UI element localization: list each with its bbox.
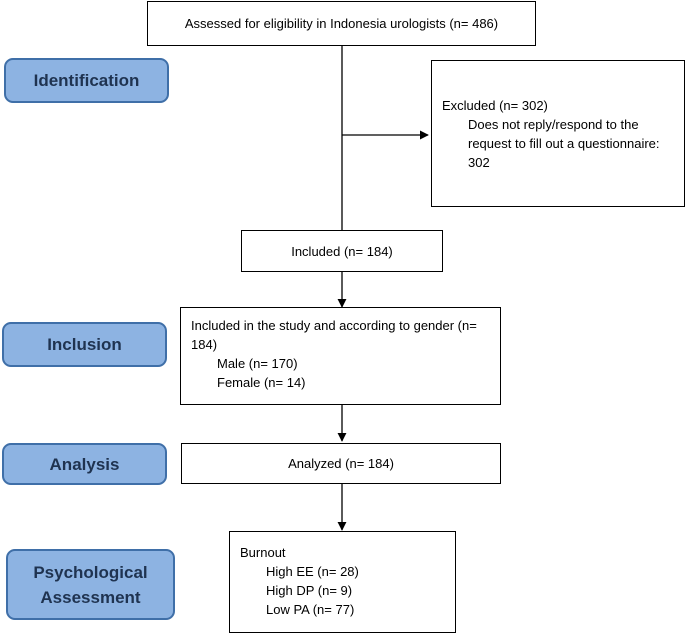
included-box: Included (n= 184) xyxy=(241,230,443,272)
stage-inclusion: Inclusion xyxy=(2,322,167,367)
stage-identification: Identification xyxy=(4,58,169,103)
stage-inclusion-label: Inclusion xyxy=(47,335,122,354)
study-title: Included in the study and according to g… xyxy=(191,318,477,352)
study-female: Female (n= 14) xyxy=(217,375,306,390)
burnout-high-dp: High DP (n= 9) xyxy=(266,583,353,598)
stage-analysis: Analysis xyxy=(2,443,167,485)
stage-psychological-label: Psychological Assessment xyxy=(33,562,148,607)
analyzed-text: Analyzed (n= 184) xyxy=(288,456,394,471)
stage-psychological-assessment: Psychological Assessment xyxy=(6,549,175,620)
stage-analysis-label: Analysis xyxy=(49,454,120,474)
study-box: Included in the study and according to g… xyxy=(180,307,501,405)
excluded-detail: Does not reply/respond to the request to… xyxy=(468,117,660,170)
excluded-title: Excluded (n= 302) xyxy=(442,98,548,113)
assessed-box: Assessed for eligibility in Indonesia ur… xyxy=(147,1,536,46)
analyzed-box: Analyzed (n= 184) xyxy=(181,443,501,484)
burnout-low-pa: Low PA (n= 77) xyxy=(266,602,355,617)
burnout-box: Burnout High EE (n= 28) High DP (n= 9) L… xyxy=(229,531,456,633)
included-text: Included (n= 184) xyxy=(291,243,393,259)
study-male: Male (n= 170) xyxy=(217,356,298,371)
excluded-box: Excluded (n= 302) Does not reply/respond… xyxy=(431,60,685,207)
stage-identification-label: Identification xyxy=(33,71,140,90)
assessed-text: Assessed for eligibility in Indonesia ur… xyxy=(184,16,499,31)
burnout-title: Burnout xyxy=(240,545,286,560)
burnout-high-ee: High EE (n= 28) xyxy=(266,564,359,579)
